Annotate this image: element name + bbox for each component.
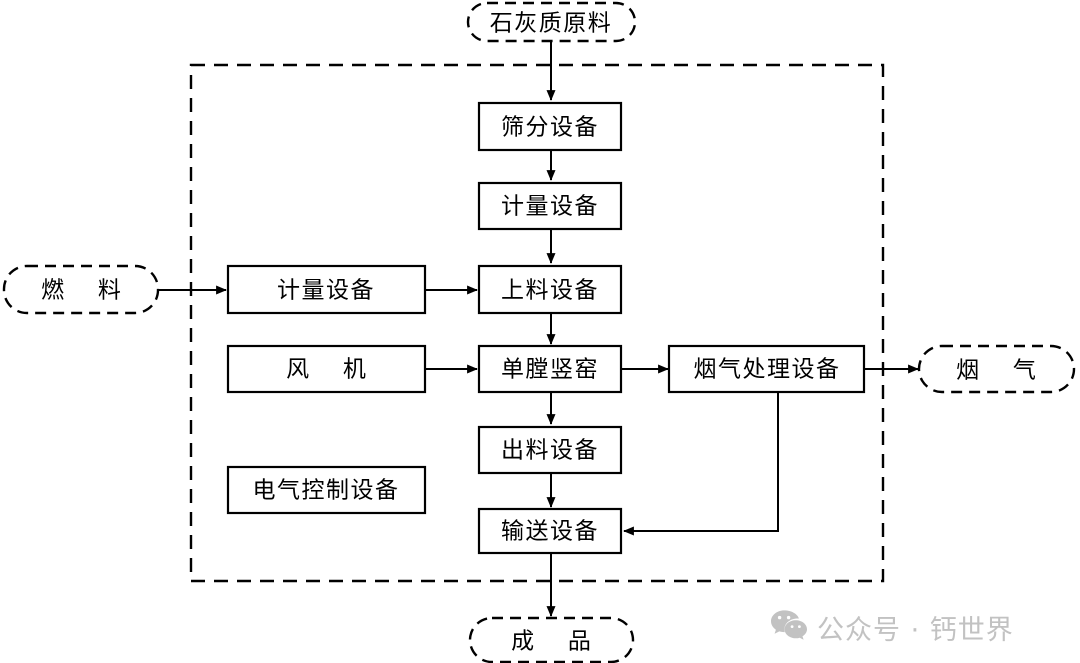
terminal-product: 成 品 (468, 616, 635, 663)
terminal-fuel-shape (2, 264, 160, 315)
process-shaft-kiln-shape (477, 344, 623, 394)
process-discharge-label: 出料设备 (501, 438, 599, 463)
process-conveying-shape (477, 507, 623, 555)
process-discharge-shape (477, 425, 623, 475)
process-feeding: 上料设备 (477, 264, 623, 315)
process-shaft-kiln-label: 单膛竖窑 (501, 357, 599, 382)
process-metering-fuel: 计量设备 (226, 264, 427, 315)
terminal-raw-material-label: 石灰质原料 (490, 11, 613, 36)
process-discharge: 出料设备 (477, 425, 623, 475)
terminal-fuel: 燃 料 (2, 264, 160, 315)
terminal-product-shape (468, 616, 635, 663)
connector-group (159, 41, 919, 617)
terminal-flue-gas-out: 烟 气 (917, 344, 1076, 394)
process-feeding-label: 上料设备 (501, 278, 599, 303)
process-metering-fuel-shape (226, 264, 427, 315)
watermark: 公众号 · 钙世界 (770, 608, 1014, 647)
process-electrical-control-label: 电气控制设备 (253, 478, 400, 503)
watermark-text: 公众号 · 钙世界 (817, 615, 1014, 646)
process-metering-main: 计量设备 (477, 181, 623, 231)
process-shaft-kiln: 单膛竖窑 (477, 344, 623, 394)
terminal-flue-gas-out-shape (917, 344, 1076, 394)
process-flue-gas-treatment-label: 烟气处理设备 (694, 357, 841, 382)
terminal-raw-material: 石灰质原料 (466, 1, 637, 43)
process-blower-label: 风 机 (286, 357, 380, 382)
connector-fluegastreat-conveying (623, 391, 779, 536)
process-metering-main-label: 计量设备 (501, 194, 599, 219)
process-flue-gas-treatment-shape (667, 344, 866, 394)
process-screening-label: 筛分设备 (501, 115, 599, 140)
process-conveying: 输送设备 (477, 507, 623, 555)
process-conveying-label: 输送设备 (501, 519, 599, 544)
process-electrical-control: 电气控制设备 (226, 465, 427, 515)
wechat-icon (770, 608, 808, 647)
process-blower-shape (226, 344, 427, 394)
terminal-product-label: 成 品 (511, 629, 605, 654)
process-screening-shape (477, 101, 623, 152)
terminal-fuel-label: 燃 料 (41, 278, 135, 303)
terminal-raw-material-shape (466, 1, 637, 43)
terminal-flue-gas-out-label: 烟 气 (956, 358, 1050, 383)
process-metering-fuel-label: 计量设备 (277, 278, 375, 303)
process-feeding-shape (477, 264, 623, 315)
plant-boundary (189, 63, 885, 583)
process-flue-gas-treatment: 烟气处理设备 (667, 344, 866, 394)
process-screening: 筛分设备 (477, 101, 623, 152)
process-blower: 风 机 (226, 344, 427, 394)
process-metering-main-shape (477, 181, 623, 231)
process-electrical-control-shape (226, 465, 427, 515)
